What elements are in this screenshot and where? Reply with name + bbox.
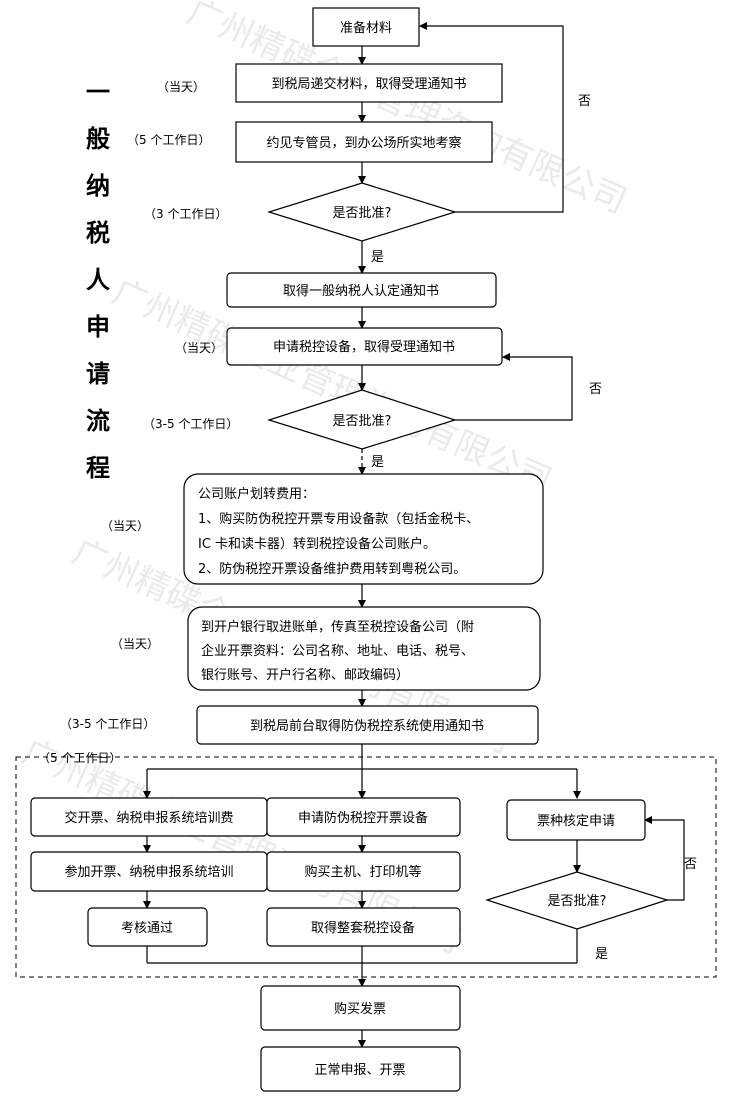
title-char-6: 申 — [86, 313, 110, 341]
node-exam: 考核通过 — [87, 907, 208, 947]
title-char-7: 请 — [86, 360, 110, 388]
node-ticket: 票种核定申请 — [506, 799, 646, 841]
node-submit-label: 到税局递交材料，取得受理通知书 — [271, 76, 466, 92]
node-get-device-label: 取得整套税控设备 — [311, 920, 415, 936]
time-approve1: （3 个工作日） — [144, 207, 227, 221]
edge-approve2-no — [455, 353, 573, 421]
vertical-title: 一 般 纳 税 人 申 请 流 程 — [86, 78, 110, 482]
title-char-1: 一 — [86, 78, 110, 106]
time-bank: （当天） — [111, 637, 159, 651]
title-char-9: 程 — [86, 454, 110, 482]
node-transfer-line4: 2、防伪税控开票设备维护费用转到粤税公司。 — [198, 561, 466, 577]
node-buy-host: 购买主机、打印机等 — [266, 851, 461, 892]
time-apply: （当天） — [175, 341, 223, 355]
node-bank-line3: 银行账号、开户行名称、邮政编码） — [201, 667, 409, 683]
title-char-8: 流 — [86, 407, 110, 435]
node-apply-anti: 申请防伪税控开票设备 — [266, 797, 461, 837]
node-train: 参加开票、纳税申报系统培训 — [30, 851, 268, 892]
edge-approve1-no — [419, 22, 564, 213]
label-no-2: 否 — [589, 382, 602, 397]
node-train-label: 参加开票、纳税申报系统培训 — [64, 864, 233, 880]
node-notice: 到税局前台取得防伪税控系统使用通知书 — [196, 705, 539, 745]
parallel-group-frame — [15, 756, 717, 978]
time-group: （5 个工作日） — [38, 751, 121, 765]
node-submit: 到税局递交材料，取得受理通知书 — [235, 63, 503, 103]
label-no-1: 否 — [578, 94, 591, 109]
time-notice: （3-5 个工作日） — [60, 717, 155, 731]
node-ticket-label: 票种核定申请 — [537, 814, 615, 829]
title-char-2: 般 — [86, 125, 110, 153]
edge-approve3-no — [644, 816, 685, 901]
node-get-device: 取得整套税控设备 — [266, 907, 461, 947]
title-char-3: 纳 — [86, 172, 110, 200]
label-no-3: 否 — [684, 857, 697, 872]
label-yes-2: 是 — [371, 455, 384, 470]
title-char-5: 人 — [86, 266, 110, 294]
time-submit: （当天） — [157, 80, 205, 94]
node-approve2: 是否批准? — [267, 389, 457, 450]
node-prepare-label: 准备材料 — [340, 20, 392, 36]
node-notice-label: 到税局前台取得防伪税控系统使用通知书 — [250, 718, 484, 734]
node-exam-label: 考核通过 — [121, 921, 173, 936]
node-apply-anti-label: 申请防伪税控开票设备 — [298, 810, 428, 826]
node-cert: 取得一般纳税人认定通知书 — [226, 272, 497, 308]
node-approve3-label: 是否批准? — [548, 894, 607, 909]
label-yes-1: 是 — [371, 250, 384, 265]
node-bank-line2: 企业开票资料：公司名称、地址、电话、税号、 — [201, 643, 474, 659]
node-transfer-line1: 公司账户划转费用： — [198, 486, 315, 502]
time-meet: （5 个工作日） — [127, 133, 210, 147]
node-bank: 到开户银行取进账单，传真至税控设备公司（附 企业开票资料：公司名称、地址、电话、… — [187, 606, 541, 691]
node-normal-label: 正常申报、开票 — [314, 1063, 405, 1078]
node-buy-host-label: 购买主机、打印机等 — [304, 864, 421, 880]
title-char-4: 税 — [86, 219, 110, 247]
node-approve1: 是否批准? — [266, 182, 458, 242]
node-bank-line1: 到开户银行取进账单，传真至税控设备公司（附 — [201, 619, 474, 635]
node-approve1-label: 是否批准? — [333, 206, 392, 221]
node-apply-device: 申请税控设备，取得受理通知书 — [226, 327, 503, 366]
time-transfer: （当天） — [101, 519, 149, 533]
node-approve3: 是否批准? — [485, 871, 669, 930]
node-apply-device-label: 申请税控设备，取得受理通知书 — [273, 339, 455, 355]
node-transfer-line3: IC 卡和读卡器）转到税控设备公司账户。 — [198, 536, 436, 552]
time-approve2: （3-5 个工作日） — [143, 417, 238, 431]
node-buy-invoice: 购买发票 — [260, 985, 461, 1031]
node-fee: 交开票、纳税申报系统培训费 — [30, 797, 268, 837]
edges — [143, 22, 685, 1048]
label-yes-3: 是 — [595, 947, 608, 962]
node-buy-invoice-label: 购买发票 — [334, 1001, 386, 1017]
node-fee-label: 交开票、纳税申报系统培训费 — [64, 810, 233, 826]
node-prepare: 准备材料 — [312, 7, 420, 47]
node-approve2-label: 是否批准? — [333, 414, 392, 429]
node-transfer-line2: 1、购买防伪税控开票专用设备款（包括金税卡、 — [198, 511, 479, 527]
node-normal: 正常申报、开票 — [260, 1046, 461, 1092]
node-meet: 约见专管员，到办公场所实地考察 — [235, 121, 493, 163]
node-meet-label: 约见专管员，到办公场所实地考察 — [266, 136, 461, 151]
node-cert-label: 取得一般纳税人认定通知书 — [283, 283, 439, 299]
node-transfer: 公司账户划转费用： 1、购买防伪税控开票专用设备款（包括金税卡、 IC 卡和读卡… — [183, 473, 544, 585]
